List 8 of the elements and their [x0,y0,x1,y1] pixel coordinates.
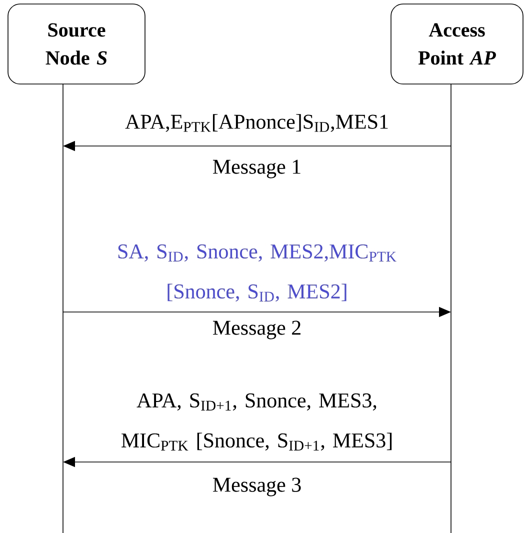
message-label: Message 1 [213,160,300,178]
edge-label: APA,E$_{PTK}$[APnonce]S$_{ID}$,MES1 [125,114,388,132]
participant-box: Source Node S [8,4,146,84]
edge-label: SA, S$_{ID}$, Snonce, MES2,MIC$_{PTK}$ [Snonce, S$_{ID}$, MES2] [118,244,396,302]
edge-label: APA, S$_{ID+1}$, Snonce, MES3, MIC$_{PTK}$ [Snonce, S$_{ID+1}$, MES3] [121,393,392,451]
participant-box: Access Point AP [390,4,524,84]
message-label: Message 3 [213,478,301,496]
message-label: Message 2 [213,320,300,340]
